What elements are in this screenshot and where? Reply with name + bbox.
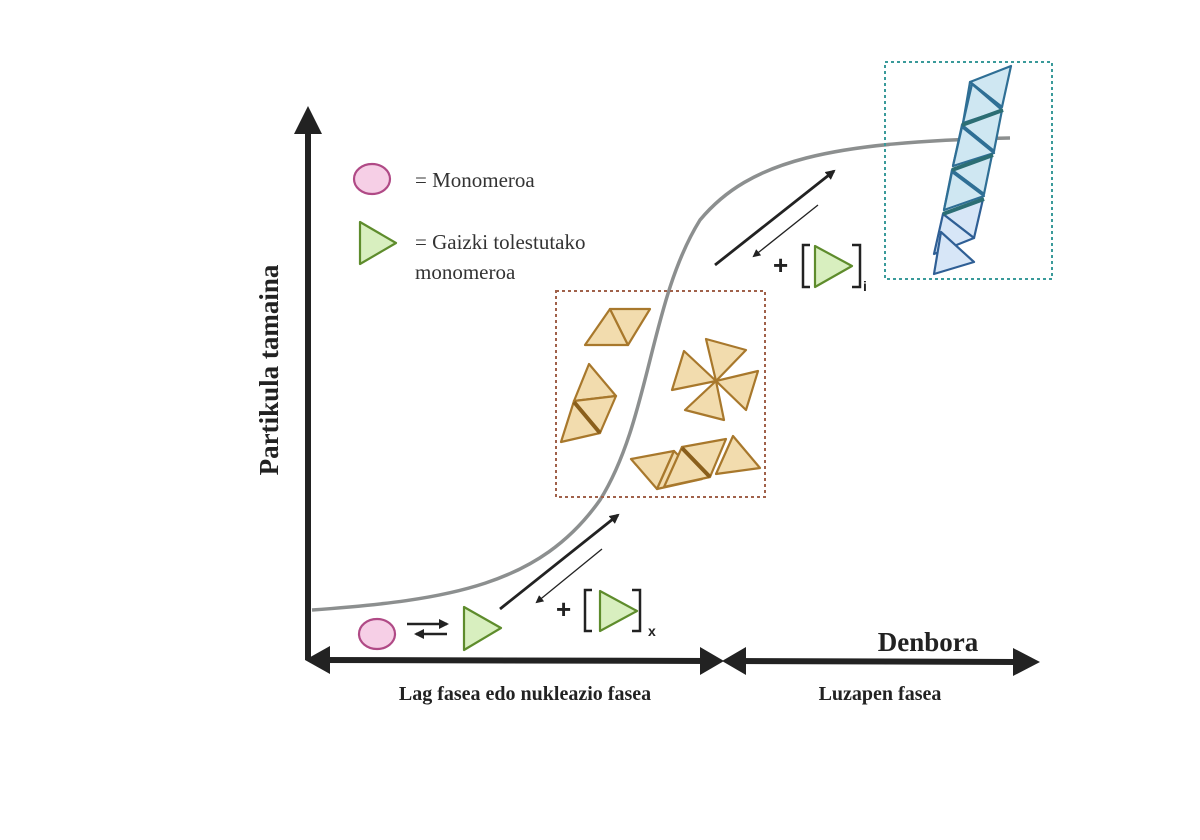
oligomer-pinwheel xyxy=(670,337,760,422)
misfolded-monomer-icon-i xyxy=(813,244,854,289)
misfolded-legend-label-line1: = Gaizki tolestutako xyxy=(415,230,585,254)
monomer-addition-x: + x xyxy=(556,588,656,639)
subscript-i: i xyxy=(863,278,867,294)
elongation-phase-label: Luzapen fasea xyxy=(819,683,942,705)
x-axis-label: Denbora xyxy=(878,627,979,657)
monomer-equilibrium xyxy=(357,605,503,652)
y-axis xyxy=(294,106,322,660)
misfolded-legend-label-line2: monomeroa xyxy=(415,260,516,284)
lag-phase-label: Lag fasea edo nukleazio fasea xyxy=(399,683,651,705)
oligomer-box xyxy=(555,290,766,498)
elongation-phase-arrow xyxy=(722,647,1040,676)
lag-phase-arrow xyxy=(305,646,724,675)
fibril-box xyxy=(884,61,1053,280)
elongation-step-arrows xyxy=(714,169,836,267)
monomer-addition-i: + i xyxy=(773,243,867,294)
misfolded-monomer-icon-x xyxy=(598,589,639,633)
nucleation-step-arrows xyxy=(499,513,620,611)
y-axis-label: Partikula tamaina xyxy=(254,264,284,475)
oligomer-stack xyxy=(559,362,618,444)
oligomer-chain xyxy=(629,434,762,491)
growth-curve xyxy=(311,136,1011,612)
monomer-icon xyxy=(357,617,397,651)
monomer-legend-icon xyxy=(352,162,392,196)
misfolded-legend-icon xyxy=(358,220,398,266)
misfolded-monomer-icon xyxy=(462,605,503,652)
subscript-x: x xyxy=(648,623,656,639)
oligomer-dimer xyxy=(583,307,652,347)
plus-sign-x: + xyxy=(556,594,571,624)
fibril xyxy=(932,64,1013,276)
plus-sign-i: + xyxy=(773,250,788,280)
legend: = Monomeroa = Gaizki tolestutako monomer… xyxy=(352,162,585,284)
monomer-legend-label: = Monomeroa xyxy=(415,168,535,192)
